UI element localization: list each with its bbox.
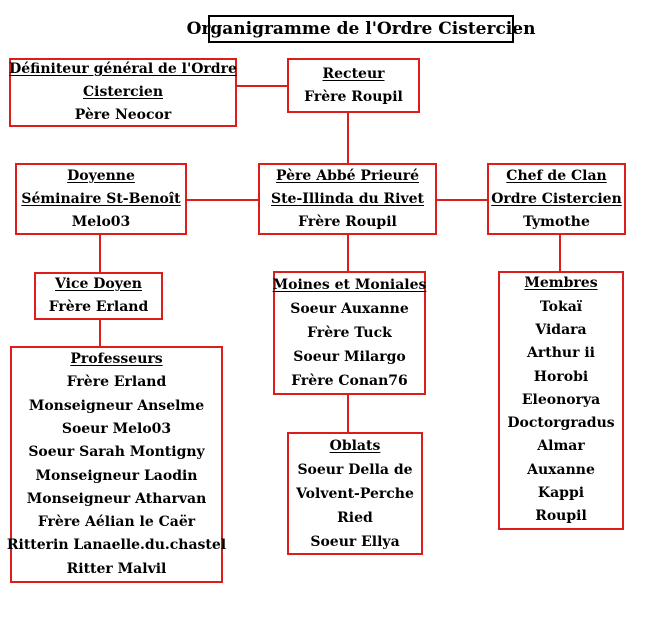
node-line: Séminaire St-Benoît bbox=[21, 190, 181, 207]
node-line: Définiteur général de l'Ordre bbox=[9, 61, 237, 77]
node-line: Ritter Malvil bbox=[66, 560, 167, 577]
node-line: Ste-Illinda du Rivet bbox=[270, 190, 424, 207]
node-line: Professeurs bbox=[70, 351, 163, 368]
node-line: Recteur bbox=[322, 65, 385, 82]
node-line: Oblats bbox=[329, 437, 381, 454]
node-line: Père Neocor bbox=[74, 107, 172, 123]
node-line: Frère Conan76 bbox=[291, 373, 408, 389]
node-line: Soeur Sarah Montigny bbox=[28, 444, 205, 461]
node-line: Ritterin Lanaelle.du.chastel bbox=[6, 537, 227, 554]
connector-definiteur-recteur bbox=[237, 85, 287, 87]
connector-doyenne-pere-abbe bbox=[187, 199, 258, 201]
node-line: Frère Roupil bbox=[304, 88, 403, 105]
node-line: Monseigneur Laodin bbox=[35, 467, 198, 484]
node-line: Frère Roupil bbox=[298, 213, 397, 230]
node-line: Tokaï bbox=[539, 298, 583, 315]
node-line: Moines et Moniales bbox=[272, 277, 427, 293]
node-line: Soeur Auxanne bbox=[290, 301, 409, 317]
node-line: Chef de Clan bbox=[506, 167, 607, 184]
node-line: Vice Doyen bbox=[55, 276, 142, 292]
chart-title: Organigramme de l'Ordre Cistercien bbox=[187, 15, 535, 43]
node-line: Membres bbox=[524, 275, 598, 292]
node-line: Roupil bbox=[535, 508, 587, 525]
connector-doyenne-vice-doyen bbox=[99, 235, 101, 272]
connector-recteur-pere-abbe bbox=[347, 113, 349, 163]
connector-chef-clan-membres bbox=[559, 235, 561, 271]
connector-pere-abbe-moines bbox=[347, 235, 349, 271]
node-line: Ordre Cistercien bbox=[491, 190, 622, 207]
node-line: Cistercien bbox=[82, 84, 164, 100]
node-line: Vidara bbox=[535, 321, 587, 338]
node-line: Horobi bbox=[533, 368, 589, 385]
connector-moines-oblats bbox=[347, 395, 349, 432]
node-line: Soeur Milargo bbox=[293, 349, 406, 365]
node-line: Volvent-Perche bbox=[296, 485, 414, 502]
connector-vice-doyen-professeurs bbox=[99, 320, 101, 346]
node-line: Eleonorya bbox=[521, 391, 601, 408]
node-line: Melo03 bbox=[71, 213, 131, 230]
node-line: Frère Aélian le Caër bbox=[37, 514, 196, 531]
node-line: Père Abbé Prieuré bbox=[275, 167, 420, 184]
node-line: Doyenne bbox=[67, 167, 135, 184]
node-line: Almar bbox=[537, 438, 585, 455]
node-line: Soeur Della de bbox=[297, 461, 413, 478]
node-line: Frère Erland bbox=[66, 374, 167, 391]
connector-pere-abbe-chef-clan bbox=[437, 199, 487, 201]
chart-title-text: Organigramme de l'Ordre Cistercien bbox=[186, 19, 536, 39]
node-line: Kappi bbox=[537, 485, 585, 502]
node-line: Doctorgradus bbox=[507, 415, 615, 432]
node-line: Tymothe bbox=[523, 213, 590, 230]
node-line: Arthur ii bbox=[527, 345, 595, 362]
node-line: Frère Erland bbox=[48, 299, 149, 315]
node-line: Monseigneur Anselme bbox=[28, 397, 205, 414]
node-line: Ried bbox=[337, 509, 373, 526]
node-line: Auxanne bbox=[527, 461, 595, 478]
node-line: Soeur Ellya bbox=[310, 533, 400, 550]
node-line: Monseigneur Atharvan bbox=[26, 490, 207, 507]
node-line: Soeur Melo03 bbox=[61, 420, 172, 437]
node-line: Frère Tuck bbox=[307, 325, 392, 341]
